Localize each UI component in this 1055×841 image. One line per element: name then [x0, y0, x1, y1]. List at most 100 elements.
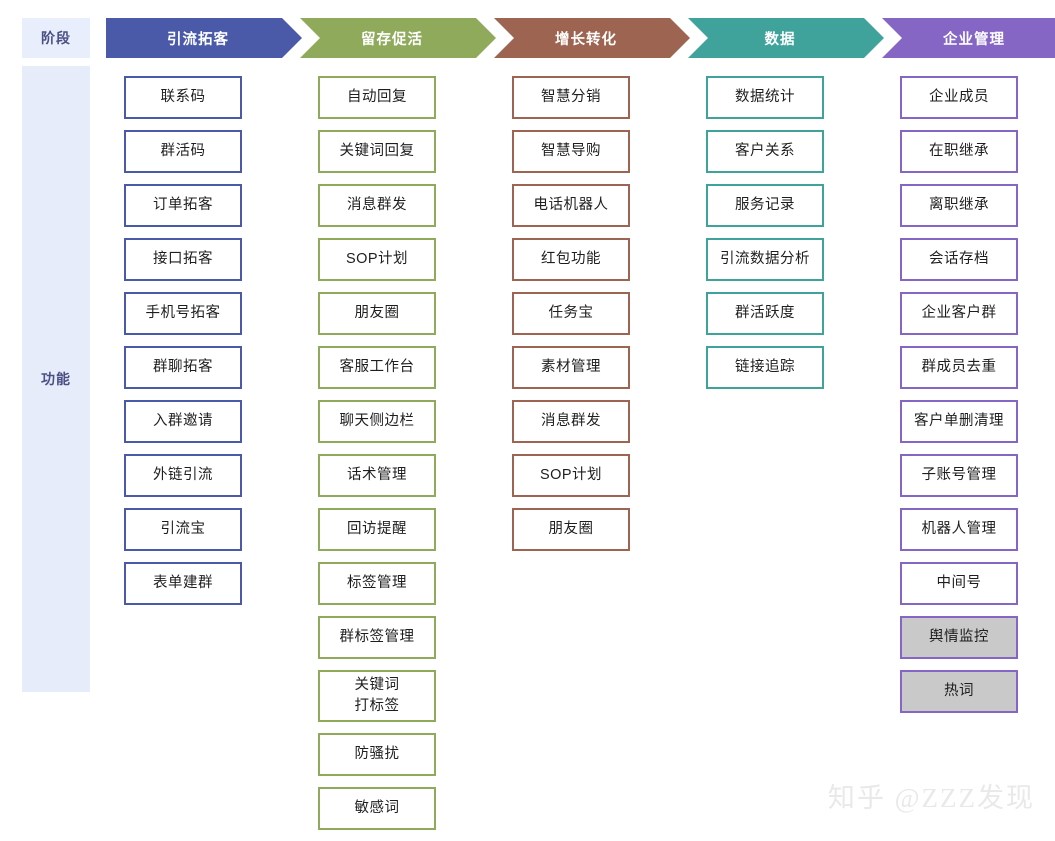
function-box[interactable]: 消息群发: [512, 400, 630, 443]
function-box[interactable]: 红包功能: [512, 238, 630, 281]
function-box[interactable]: 入群邀请: [124, 400, 242, 443]
function-box-label: 回访提醒: [347, 520, 407, 537]
function-box[interactable]: 联系码: [124, 76, 242, 119]
function-box[interactable]: 任务宝: [512, 292, 630, 335]
function-box[interactable]: 数据统计: [706, 76, 824, 119]
function-box[interactable]: 聊天侧边栏: [318, 400, 436, 443]
stage-arrow-label: 数据: [764, 31, 796, 48]
function-box[interactable]: 在职继承: [900, 130, 1018, 173]
function-box[interactable]: SOP计划: [318, 238, 436, 281]
function-box[interactable]: 群活码: [124, 130, 242, 173]
function-box[interactable]: 朋友圈: [512, 508, 630, 551]
function-box-label: 客户单删清理: [914, 412, 1004, 429]
function-box[interactable]: 客户单删清理: [900, 400, 1018, 443]
function-box[interactable]: 外链引流: [124, 454, 242, 497]
function-box-label: 任务宝: [548, 304, 594, 321]
function-box-label: 群聊拓客: [153, 358, 213, 375]
function-box-label: 红包功能: [541, 250, 601, 267]
function-box-label: 客服工作台: [339, 358, 415, 375]
sidebar-function-cell: 功能: [22, 66, 90, 692]
function-box-label: 防骚扰: [354, 745, 400, 762]
function-box[interactable]: 接口拓客: [124, 238, 242, 281]
function-box-label: 链接追踪: [735, 358, 795, 375]
function-box[interactable]: 标签管理: [318, 562, 436, 605]
function-box-label: 引流宝: [160, 520, 206, 537]
function-box-label: 群标签管理: [339, 628, 415, 645]
function-box[interactable]: 手机号拓客: [124, 292, 242, 335]
stage-arrow-1[interactable]: 引流拓客: [106, 18, 302, 58]
function-box[interactable]: 热词: [900, 670, 1018, 713]
function-box-label: 消息群发: [347, 196, 407, 213]
function-column-5: 企业成员在职继承离职继承会话存档企业客户群群成员去重客户单删清理子账号管理机器人…: [900, 76, 1024, 724]
function-box-label: 关键词回复: [339, 142, 415, 159]
function-box[interactable]: 智慧分销: [512, 76, 630, 119]
function-box[interactable]: 关键词打标签: [318, 670, 436, 722]
function-box[interactable]: 表单建群: [124, 562, 242, 605]
function-box-label: 手机号拓客: [145, 304, 221, 321]
function-box[interactable]: 中间号: [900, 562, 1018, 605]
function-box-label: SOP计划: [539, 466, 603, 483]
function-box-label: 关键词: [354, 676, 400, 693]
stage-arrow-4[interactable]: 数据: [688, 18, 884, 58]
sidebar-stage-cell: 阶段: [22, 18, 90, 58]
stage-arrow-5[interactable]: 企业管理: [882, 18, 1055, 58]
function-box[interactable]: 引流宝: [124, 508, 242, 551]
function-box-label: 朋友圈: [548, 520, 594, 537]
function-box-label: 打标签: [354, 698, 400, 714]
function-box-label: 电话机器人: [533, 196, 609, 213]
function-box-label: 数据统计: [735, 88, 795, 105]
function-box[interactable]: 敏感词: [318, 787, 436, 830]
function-box-label: 群活码: [160, 142, 206, 159]
function-box[interactable]: 机器人管理: [900, 508, 1018, 551]
function-box[interactable]: 客服工作台: [318, 346, 436, 389]
function-box[interactable]: 企业客户群: [900, 292, 1018, 335]
function-box[interactable]: 引流数据分析: [706, 238, 824, 281]
function-box[interactable]: 群活跃度: [706, 292, 824, 335]
function-box-label: 接口拓客: [153, 250, 213, 267]
stage-arrow-label: 留存促活: [361, 31, 423, 48]
function-box-label: 会话存档: [929, 250, 989, 267]
function-box[interactable]: 子账号管理: [900, 454, 1018, 497]
function-box[interactable]: 舆情监控: [900, 616, 1018, 659]
function-box-label: 在职继承: [929, 142, 989, 159]
function-box-label: 中间号: [936, 574, 982, 591]
function-box[interactable]: 会话存档: [900, 238, 1018, 281]
function-box[interactable]: 服务记录: [706, 184, 824, 227]
function-box[interactable]: 群聊拓客: [124, 346, 242, 389]
function-box-label: 订单拓客: [153, 196, 213, 213]
function-box[interactable]: 话术管理: [318, 454, 436, 497]
function-box[interactable]: 关键词回复: [318, 130, 436, 173]
function-box[interactable]: 回访提醒: [318, 508, 436, 551]
function-box[interactable]: 离职继承: [900, 184, 1018, 227]
function-box[interactable]: 企业成员: [900, 76, 1018, 119]
stage-arrow-3[interactable]: 增长转化: [494, 18, 690, 58]
function-box-label: 引流数据分析: [720, 250, 810, 267]
function-box[interactable]: 朋友圈: [318, 292, 436, 335]
function-box[interactable]: 群标签管理: [318, 616, 436, 659]
watermark: 知乎 @ZZZ发现: [827, 783, 1035, 813]
function-box[interactable]: 智慧导购: [512, 130, 630, 173]
function-box-label: 素材管理: [541, 358, 601, 375]
function-box[interactable]: 电话机器人: [512, 184, 630, 227]
function-box-label: 敏感词: [354, 799, 400, 816]
function-box[interactable]: 自动回复: [318, 76, 436, 119]
function-box[interactable]: 消息群发: [318, 184, 436, 227]
function-box[interactable]: SOP计划: [512, 454, 630, 497]
function-box[interactable]: 订单拓客: [124, 184, 242, 227]
function-box-label: 客户关系: [735, 142, 795, 159]
function-box[interactable]: 防骚扰: [318, 733, 436, 776]
function-box-label: 联系码: [160, 88, 206, 105]
function-box-label: 聊天侧边栏: [339, 412, 415, 429]
function-box-label: 群活跃度: [735, 304, 795, 321]
function-box-label: 入群邀请: [153, 412, 213, 429]
stage-arrow-row: 引流拓客留存促活增长转化数据企业管理: [106, 18, 1046, 58]
function-column-3: 智慧分销智慧导购电话机器人红包功能任务宝素材管理消息群发 SOP计划朋友圈: [512, 76, 636, 562]
function-box[interactable]: 链接追踪: [706, 346, 824, 389]
function-column-1: 联系码群活码订单拓客接口拓客手机号拓客群聊拓客入群邀请外链引流引流宝表单建群: [124, 76, 248, 616]
function-box-label: 企业成员: [929, 88, 989, 105]
function-box[interactable]: 群成员去重: [900, 346, 1018, 389]
function-box[interactable]: 素材管理: [512, 346, 630, 389]
stage-arrow-2[interactable]: 留存促活: [300, 18, 496, 58]
function-box-label: 自动回复: [347, 88, 407, 105]
function-box[interactable]: 客户关系: [706, 130, 824, 173]
